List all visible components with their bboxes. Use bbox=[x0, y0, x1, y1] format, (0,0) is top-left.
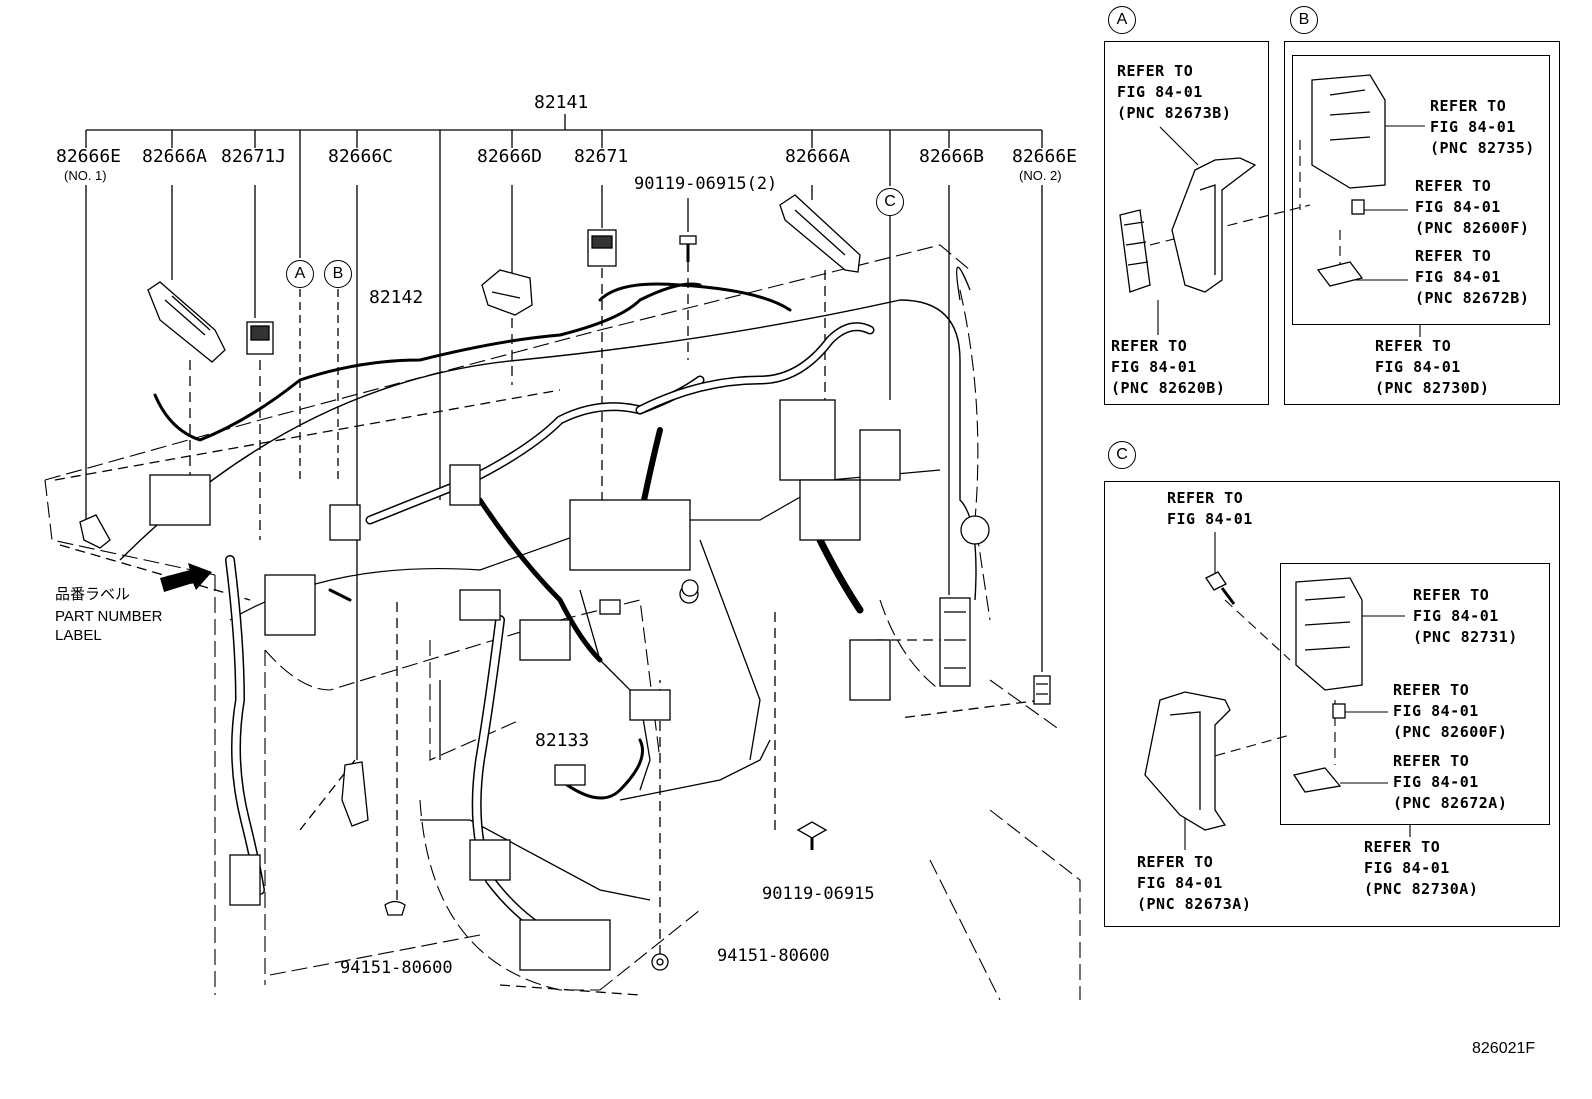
ref-line: (PNC 82600F) bbox=[1393, 723, 1508, 741]
ref-line: FIG 84-01 bbox=[1137, 874, 1223, 892]
ref-line: (PNC 82730A) bbox=[1364, 880, 1479, 898]
ref-line: FIG 84-01 bbox=[1393, 773, 1479, 791]
part-label-82666B[interactable]: 82666B bbox=[919, 146, 985, 167]
callout-c[interactable]: C bbox=[876, 188, 904, 216]
label-note-jp: 品番ラベル bbox=[55, 586, 131, 603]
ref-line: (PNC 82620B) bbox=[1111, 379, 1226, 397]
part-label-82666D[interactable]: 82666D bbox=[477, 146, 543, 167]
ref-line: REFER TO bbox=[1137, 853, 1214, 871]
ref-line: REFER TO bbox=[1111, 337, 1188, 355]
ref-line: REFER TO bbox=[1364, 838, 1441, 856]
figure-id: 826021F bbox=[1472, 1040, 1536, 1057]
inset-a-frame bbox=[1104, 41, 1269, 405]
part-label-90119-06915-2[interactable]: 90119-06915(2) bbox=[634, 174, 778, 194]
part-label-82666E-no2[interactable]: 82666E bbox=[1012, 146, 1078, 167]
ref-line: (PNC 82672A) bbox=[1393, 794, 1508, 812]
ref-line: (PNC 82672B) bbox=[1415, 289, 1530, 307]
ref-line: REFER TO bbox=[1415, 177, 1492, 195]
ref-line: FIG 84-01 bbox=[1430, 118, 1516, 136]
ref-line: REFER TO bbox=[1413, 586, 1490, 604]
part-label-94151-80600-right[interactable]: 94151-80600 bbox=[717, 946, 830, 966]
ref-line: FIG 84-01 bbox=[1364, 859, 1450, 877]
inset-a-tag: A bbox=[1108, 6, 1136, 34]
ref-line: FIG 84-01 bbox=[1111, 358, 1197, 376]
part-sub-no1: (NO. 1) bbox=[64, 168, 107, 183]
ref-line: (PNC 82673B) bbox=[1117, 104, 1232, 122]
ref-line: FIG 84-01 bbox=[1393, 702, 1479, 720]
inset-c-tag: C bbox=[1108, 441, 1136, 469]
part-label-82142[interactable]: 82142 bbox=[369, 287, 424, 308]
inset-c-frame bbox=[1104, 481, 1560, 927]
part-label-82133[interactable]: 82133 bbox=[535, 730, 590, 751]
ref-line: REFER TO bbox=[1430, 97, 1507, 115]
part-label-82671[interactable]: 82671 bbox=[574, 146, 629, 167]
inset-b-frame bbox=[1284, 41, 1560, 405]
ref-line: (PNC 82731) bbox=[1413, 628, 1518, 646]
part-label-82671J[interactable]: 82671J bbox=[221, 146, 287, 167]
label-note-en2: LABEL bbox=[55, 627, 102, 644]
ref-line: REFER TO bbox=[1393, 681, 1470, 699]
inset-b-subframe bbox=[1292, 55, 1550, 325]
ref-line: (PNC 82673A) bbox=[1137, 895, 1252, 913]
ref-line: REFER TO bbox=[1167, 489, 1244, 507]
ref-line: FIG 84-01 bbox=[1117, 83, 1203, 101]
ref-line: REFER TO bbox=[1375, 337, 1452, 355]
part-sub-no2: (NO. 2) bbox=[1019, 168, 1062, 183]
ref-line: REFER TO bbox=[1117, 62, 1194, 80]
ref-line: REFER TO bbox=[1415, 247, 1492, 265]
ref-line: FIG 84-01 bbox=[1413, 607, 1499, 625]
part-label-82666C[interactable]: 82666C bbox=[328, 146, 394, 167]
part-label-82666E-no1[interactable]: 82666E bbox=[56, 146, 122, 167]
inset-c-subframe bbox=[1280, 563, 1550, 825]
ref-line: FIG 84-01 bbox=[1415, 268, 1501, 286]
ref-line: FIG 84-01 bbox=[1167, 510, 1253, 528]
inset-b-tag: B bbox=[1290, 6, 1318, 34]
ref-line: (PNC 82730D) bbox=[1375, 379, 1490, 397]
callout-b[interactable]: B bbox=[324, 260, 352, 288]
ref-line: (PNC 82600F) bbox=[1415, 219, 1530, 237]
part-label-82666A-right[interactable]: 82666A bbox=[785, 146, 851, 167]
part-label-90119-06915[interactable]: 90119-06915 bbox=[762, 884, 875, 904]
ref-line: FIG 84-01 bbox=[1415, 198, 1501, 216]
part-label-82141[interactable]: 82141 bbox=[534, 92, 589, 113]
label-note-en1: PART NUMBER bbox=[55, 608, 163, 625]
part-number-label-arrow bbox=[160, 563, 212, 592]
ref-line: REFER TO bbox=[1393, 752, 1470, 770]
callout-a[interactable]: A bbox=[286, 260, 314, 288]
ref-line: FIG 84-01 bbox=[1375, 358, 1461, 376]
part-label-94151-80600-left[interactable]: 94151-80600 bbox=[340, 958, 453, 978]
part-label-82666A-left[interactable]: 82666A bbox=[142, 146, 208, 167]
ref-line: (PNC 82735) bbox=[1430, 139, 1535, 157]
